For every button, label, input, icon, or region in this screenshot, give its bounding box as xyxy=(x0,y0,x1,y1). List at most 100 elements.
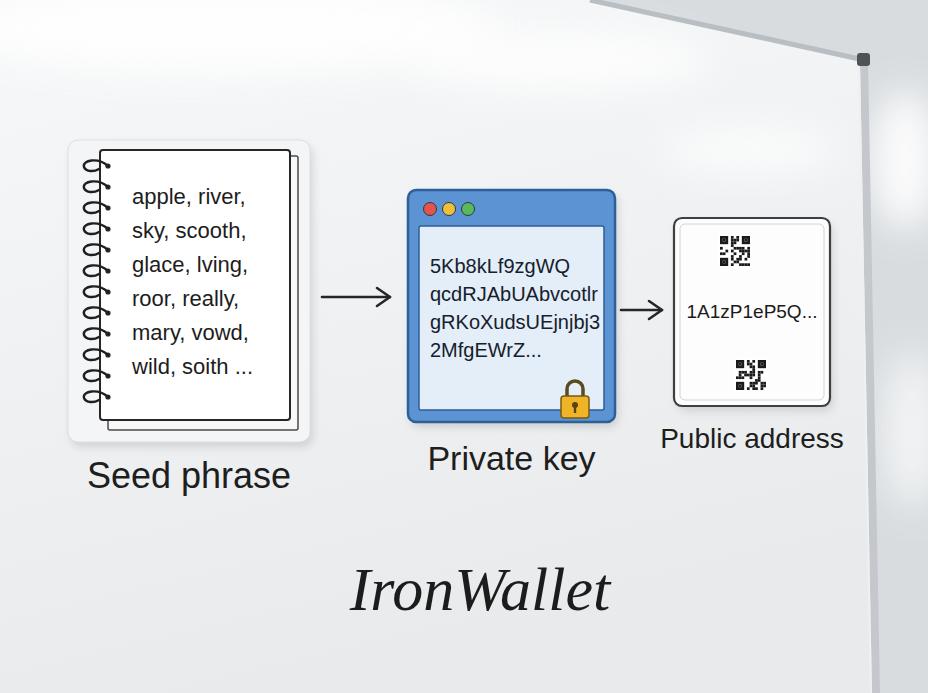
qr-module xyxy=(761,371,764,374)
front-page xyxy=(100,150,290,420)
qr-module xyxy=(731,250,734,253)
qr-module xyxy=(725,250,728,253)
qr-module xyxy=(758,374,761,377)
qr-finder xyxy=(721,237,726,242)
qr-module xyxy=(761,385,764,388)
ring-coil xyxy=(84,349,108,360)
arrow-connector xyxy=(322,288,390,306)
qr-module xyxy=(739,255,742,258)
qr-module xyxy=(745,263,748,266)
node-heading: Private key xyxy=(427,438,595,479)
qr-finder xyxy=(743,237,748,242)
qr-module xyxy=(758,379,761,382)
qr-module xyxy=(736,261,739,264)
lock-icon xyxy=(561,381,589,418)
arrow-connector xyxy=(621,301,662,319)
ring-coil xyxy=(84,286,108,297)
qr-module xyxy=(736,258,739,261)
qr-module xyxy=(736,247,739,250)
board-frame-highlight xyxy=(859,64,871,693)
qr-module xyxy=(736,239,739,242)
qr-ground xyxy=(718,234,752,268)
qr-finder xyxy=(723,261,726,264)
window-frame xyxy=(408,190,615,422)
address-text: 1A1zP1eP5Q... xyxy=(687,298,818,326)
qr-module xyxy=(747,263,750,266)
ring-coil xyxy=(84,391,108,402)
qr-module xyxy=(739,250,742,253)
ring-coil xyxy=(84,160,108,171)
window-dot xyxy=(443,203,456,216)
card-panel xyxy=(68,140,310,442)
keyhole xyxy=(574,406,576,413)
qr-finder xyxy=(721,259,726,264)
qr-finder xyxy=(759,361,764,366)
qr-module xyxy=(731,241,734,244)
qr-module xyxy=(747,250,750,253)
spiral-ring xyxy=(84,391,111,402)
qr-module xyxy=(744,371,747,374)
qr-module xyxy=(752,360,755,363)
qr-module xyxy=(752,365,755,368)
qr-module xyxy=(747,255,750,258)
window-dot xyxy=(462,203,475,216)
qr-module xyxy=(747,252,750,255)
node-heading: Seed phrase xyxy=(87,454,291,497)
glare xyxy=(660,126,840,174)
spiral-ring xyxy=(84,307,111,318)
qr-module xyxy=(731,258,734,261)
lock-shackle xyxy=(567,381,583,396)
qr-module xyxy=(750,385,753,388)
qr-module xyxy=(763,382,766,385)
ring-coil xyxy=(84,265,108,276)
arrow-head xyxy=(649,301,662,319)
diagram-title: IronWallet xyxy=(350,552,611,626)
room-light xyxy=(882,350,928,510)
qr-module xyxy=(739,247,742,250)
arrow-head xyxy=(377,288,390,306)
connector-line xyxy=(322,296,390,299)
spiral-ring xyxy=(84,370,111,381)
ring-coil xyxy=(84,307,108,318)
ring-coil xyxy=(84,370,108,381)
spiral-ring xyxy=(84,265,111,276)
spiral-ring xyxy=(84,160,111,171)
qr-code xyxy=(718,234,752,268)
qr-module xyxy=(747,360,750,363)
window-content xyxy=(419,226,604,410)
spiral-ring xyxy=(84,328,111,339)
ring-coil xyxy=(84,181,108,192)
qr-module xyxy=(750,365,753,368)
qr-module xyxy=(739,371,742,374)
board-frame xyxy=(590,0,864,60)
qr-finder xyxy=(737,361,742,366)
qr-finder xyxy=(737,383,742,388)
qr-module xyxy=(723,252,726,255)
qr-module xyxy=(752,387,755,390)
qr-module xyxy=(731,239,734,242)
qr-module xyxy=(741,371,744,374)
ring-coil xyxy=(84,328,108,339)
qr-module xyxy=(745,258,748,261)
glare xyxy=(410,30,710,90)
qr-module xyxy=(741,376,744,379)
qr-module xyxy=(758,376,761,379)
qr-module xyxy=(734,241,737,244)
qr-module xyxy=(752,382,755,385)
whiteboard-surface xyxy=(0,0,876,693)
frame-corner xyxy=(857,53,870,66)
qr-module xyxy=(720,247,723,250)
qr-module xyxy=(761,382,764,385)
qr-module xyxy=(747,363,750,366)
qr-module xyxy=(734,247,737,250)
seed-words: apple, river, sky, scooth, glace, lving,… xyxy=(132,180,272,384)
qr-module xyxy=(739,263,742,266)
spiral-ring xyxy=(84,286,111,297)
qr-module xyxy=(736,376,739,379)
spiral-ring xyxy=(84,244,111,255)
qr-module xyxy=(763,385,766,388)
ring-coil xyxy=(84,244,108,255)
